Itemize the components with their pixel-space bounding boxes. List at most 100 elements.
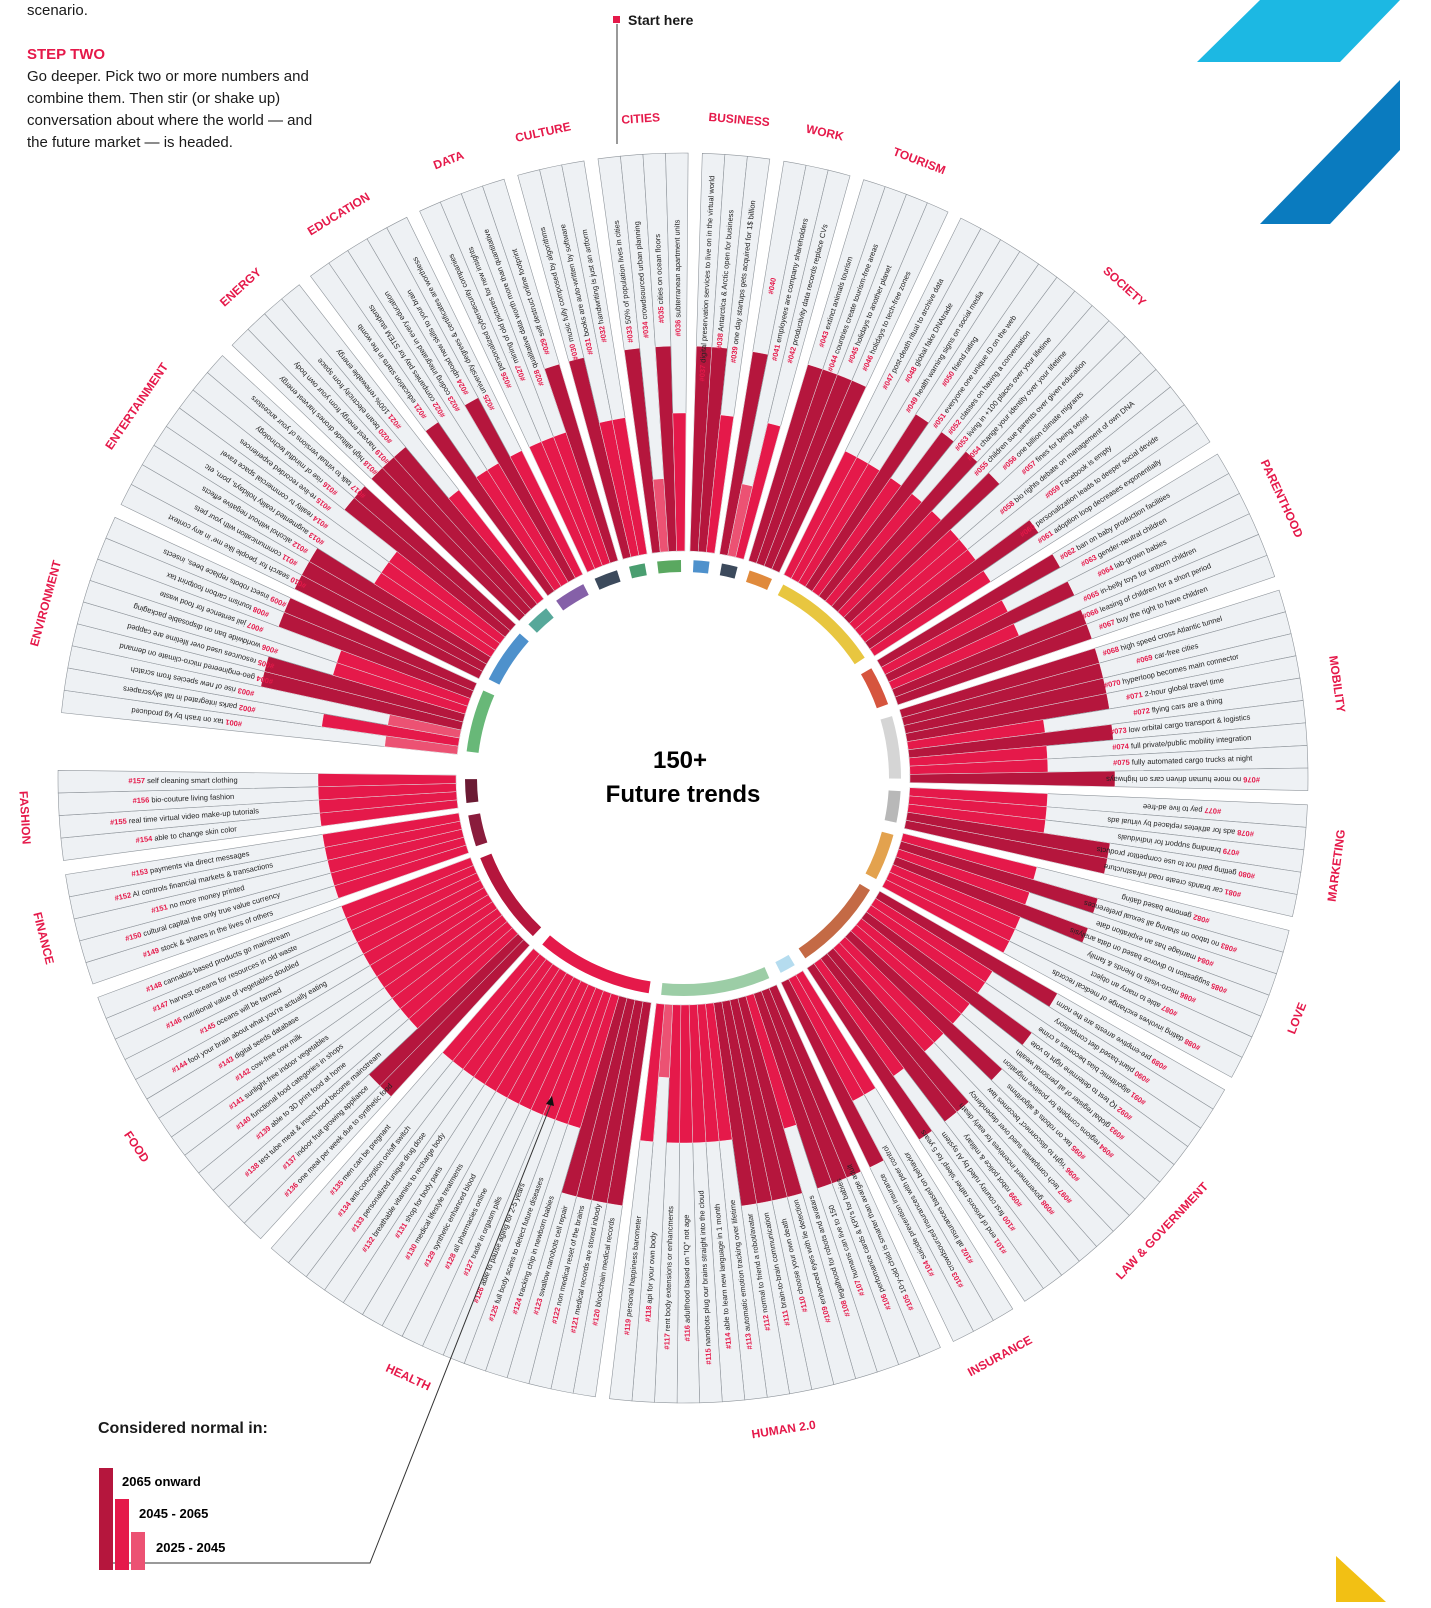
legend-title: Considered normal in: bbox=[98, 1420, 268, 1437]
trend-number: #114 bbox=[723, 1332, 733, 1350]
trend-text: no more human driven cars on highways bbox=[1106, 775, 1243, 784]
category-label: FOOD bbox=[121, 1128, 152, 1165]
category-label: CULTURE bbox=[514, 119, 572, 145]
category-ring-segment bbox=[480, 853, 542, 937]
legend: Considered normal in: 2065 onward 2045 -… bbox=[98, 1420, 398, 1570]
trend-number: #157 bbox=[128, 776, 145, 785]
trend-number: #122 bbox=[550, 1306, 563, 1324]
category-ring-segment bbox=[880, 716, 901, 779]
trend-number: #004 bbox=[255, 674, 274, 687]
trend-number: #032 bbox=[597, 325, 609, 343]
category-label: HUMAN 2.0 bbox=[751, 1418, 817, 1442]
trend-text: cities on ocean floors bbox=[653, 234, 665, 307]
legend-bars: 2065 onward 2045 - 2065 2025 - 2045 bbox=[99, 1468, 225, 1570]
trend-bar bbox=[611, 417, 648, 556]
trend-number: #037 bbox=[697, 365, 707, 382]
trend-number: #078 bbox=[1237, 828, 1254, 839]
trend-number: #121 bbox=[568, 1316, 580, 1334]
trend-number: #042 bbox=[785, 346, 798, 364]
trend-text: subterranean apartment units bbox=[672, 219, 682, 319]
trend-bar bbox=[869, 570, 992, 657]
trend-number: #120 bbox=[590, 1308, 602, 1326]
trend-number: #077 bbox=[1204, 806, 1221, 816]
trend-number: #153 bbox=[131, 867, 149, 879]
trend-text: bio-couture living fashion bbox=[149, 792, 234, 805]
trend-label: #156 bio-couture living fashion bbox=[132, 792, 234, 805]
trend-number: #075 bbox=[1113, 758, 1130, 768]
legend-label-2065-onward: 2065 onward bbox=[122, 1474, 201, 1489]
trend-text: fully automated cargo trucks at night bbox=[1130, 754, 1254, 767]
trend-bar bbox=[639, 1003, 665, 1142]
trend-number: #123 bbox=[531, 1297, 544, 1315]
deco-yellow-shape bbox=[1336, 1556, 1386, 1602]
intro-text: scenario. STEP TWO Go deeper. Pick two o… bbox=[27, 0, 327, 154]
legend-label-2025-2045: 2025 - 2045 bbox=[156, 1540, 225, 1555]
category-label: SOCIETY bbox=[1100, 264, 1149, 310]
trend-bar bbox=[317, 773, 457, 787]
trend-number: #152 bbox=[114, 890, 132, 902]
trend-label: #116 adulthood based on "IQ" not age bbox=[682, 1215, 692, 1342]
trend-number: #002 bbox=[238, 703, 256, 715]
trend-number: #116 bbox=[683, 1325, 692, 1341]
trend-label: #040 bbox=[766, 277, 778, 295]
category-label: ENVIRONMENT bbox=[27, 558, 64, 648]
trend-bar bbox=[442, 948, 540, 1062]
trend-bar bbox=[706, 414, 734, 554]
trend-number: #156 bbox=[132, 795, 149, 805]
trend-number: #115 bbox=[704, 1348, 714, 1365]
trend-number: #041 bbox=[770, 344, 782, 362]
category-label: TOURISM bbox=[891, 144, 947, 177]
trend-number: #119 bbox=[622, 1318, 633, 1335]
category-label: CITIES bbox=[621, 110, 660, 126]
category-ring-segment bbox=[657, 560, 682, 574]
category-label: HEALTH bbox=[384, 1361, 433, 1394]
deco-cyan-shape bbox=[1197, 0, 1400, 62]
trend-number: #073 bbox=[1110, 726, 1128, 737]
trend-number: #035 bbox=[656, 306, 666, 323]
trend-number: #112 bbox=[761, 1314, 772, 1331]
trend-label: #036 subterranean apartment units bbox=[672, 219, 682, 336]
trend-number: #079 bbox=[1222, 846, 1240, 857]
trend-number: #074 bbox=[1112, 742, 1130, 752]
trend-number: #071 bbox=[1125, 690, 1143, 702]
center-title-number: 150+ bbox=[653, 747, 707, 774]
trend-number: #111 bbox=[780, 1309, 792, 1326]
trend-bar bbox=[283, 597, 477, 692]
trend-number: #069 bbox=[1135, 653, 1153, 666]
trend-bar bbox=[806, 963, 933, 1141]
trend-number: #150 bbox=[124, 930, 143, 943]
trend-number: #155 bbox=[110, 817, 127, 827]
trend-number: #109 bbox=[820, 1305, 833, 1323]
trend-label: #035 cities on ocean floors bbox=[653, 234, 666, 324]
trend-bar bbox=[509, 450, 583, 579]
trend-text: self cleaning smart clothing bbox=[145, 776, 238, 786]
category-ring-segment bbox=[777, 584, 865, 665]
legend-bar-2025-2045 bbox=[131, 1532, 145, 1570]
trend-bar bbox=[322, 812, 461, 848]
trend-bar bbox=[354, 485, 516, 631]
trend-number: #005 bbox=[257, 658, 275, 671]
trend-number: #117 bbox=[662, 1333, 671, 1350]
trend-label: #157 self cleaning smart clothing bbox=[128, 776, 237, 786]
trend-bar bbox=[448, 489, 544, 605]
trend-number: #110 bbox=[797, 1295, 809, 1313]
trend-bar bbox=[881, 879, 1010, 954]
category-ring-segment bbox=[466, 690, 495, 753]
trend-number: #076 bbox=[1243, 775, 1260, 784]
center-title-text: Future trends bbox=[606, 781, 761, 808]
trend-bar bbox=[909, 770, 1116, 787]
category-label: WORK bbox=[805, 122, 845, 144]
start-marker-square bbox=[613, 16, 620, 23]
wheel-group: #001 tax on trash by kg produced#002 par… bbox=[16, 110, 1348, 1441]
trend-number: #034 bbox=[640, 320, 650, 338]
category-ring-segment bbox=[884, 790, 901, 823]
trend-label: #117 rent body extensions or enhancments bbox=[662, 1206, 675, 1350]
trend-bar bbox=[771, 380, 867, 573]
category-label: LOVE bbox=[1284, 1000, 1309, 1036]
category-label: FINANCE bbox=[30, 911, 57, 966]
trend-bar bbox=[904, 820, 1108, 875]
category-label: FASHION bbox=[16, 791, 33, 845]
trend-number: #081 bbox=[1224, 887, 1242, 899]
trend-bar bbox=[780, 978, 885, 1168]
